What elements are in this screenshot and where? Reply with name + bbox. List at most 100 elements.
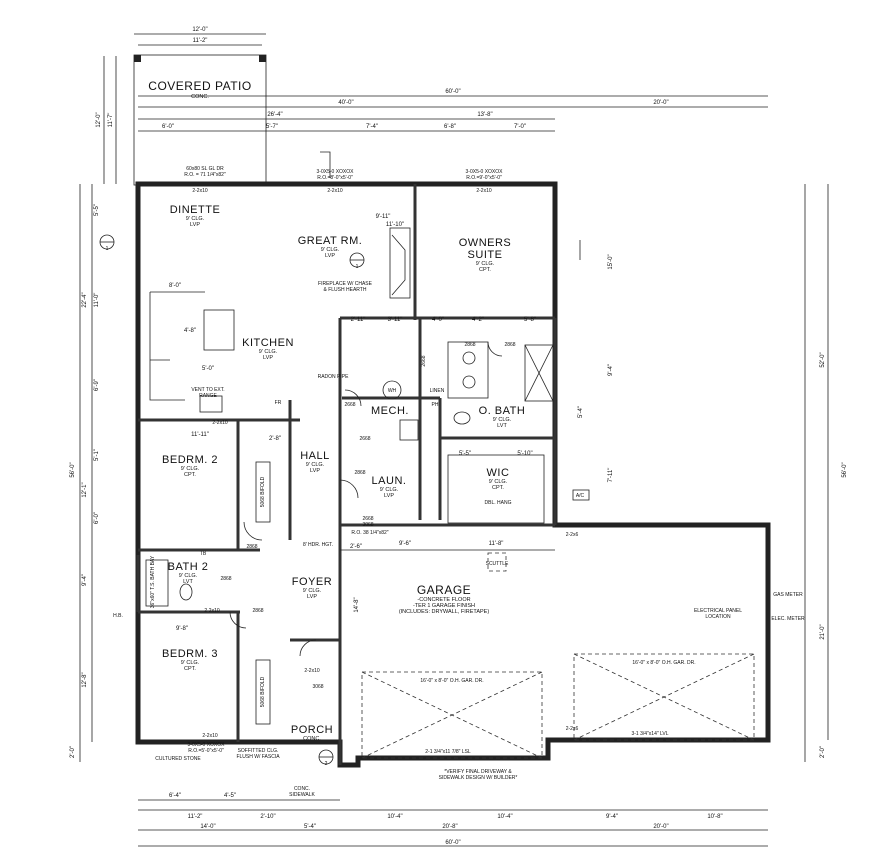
- dim-bottom-14-0: 14'-0": [200, 824, 215, 830]
- door-tag-13: 2868: [252, 608, 263, 614]
- note-linen: LINEN: [430, 388, 445, 394]
- note-vent2: RANGE: [199, 393, 217, 399]
- dim-int-11-10: 11'-10": [386, 222, 404, 228]
- garage-doors: [361, 552, 755, 759]
- door-tags: 2868 2868 2668 2668 2868 2668 2868 3068 …: [220, 342, 515, 707]
- dim-left-56-0: 56'-0": [70, 462, 76, 477]
- door-tag-10: 5068 BIFOLD: [260, 476, 266, 507]
- dim-int-2-6: 2'-6": [350, 544, 362, 550]
- note-window-top2-ro: R.O.=9'-0"x5'-0": [466, 175, 502, 181]
- dim-right-7-11: 7'-11": [608, 468, 614, 483]
- dim-int-5-5: 5'-5": [459, 451, 471, 457]
- dim-bottom-20-8: 20'-8": [442, 824, 457, 830]
- room-garage: GARAGE: [417, 583, 471, 597]
- dim-bottom-20-0: 20'-0": [653, 824, 668, 830]
- dim-top-6-8: 6'-8": [444, 124, 456, 130]
- dim-bottom-11-2: 11'-2": [188, 814, 203, 820]
- room-wic-sub1: 9' CLG.: [489, 479, 508, 485]
- dim-int-4-8: 4'-8": [184, 328, 196, 334]
- room-bedrm3-sub1: 9' CLG.: [181, 660, 200, 666]
- note-garage-door1: 16'-0" x 8'-0" O.H. GAR. DR.: [420, 678, 483, 684]
- note-front-window-ro: R.O.=5'-0"x5'-0": [188, 748, 224, 754]
- dim-left-11-7: 11'-7": [108, 113, 114, 128]
- dim-bottom-5-4: 5'-4": [304, 824, 316, 830]
- room-dinette: DINETTE: [170, 204, 221, 216]
- dim-bottom-2-10: 2'-10": [260, 814, 275, 820]
- dim-int-5-10: 5'-10": [517, 451, 532, 457]
- room-owners-suite-sub1: 9' CLG.: [476, 261, 495, 267]
- note-cultured-stone: CULTURED STONE: [155, 756, 201, 762]
- note-hb: H.B.: [113, 613, 123, 619]
- note-fireplace: FIREPLACE W/ CHASE: [318, 281, 373, 287]
- note-elec-meter: ELEC. METER: [771, 616, 805, 622]
- room-bath2: BATH 2: [168, 561, 209, 573]
- room-bath2-sub1: 9' CLG.: [179, 573, 198, 579]
- dim-left-2-0: 2'-0": [70, 746, 76, 758]
- dim-right-56-0: 56'-0": [842, 462, 848, 477]
- note-del-hang: DBL. HANG: [485, 500, 512, 506]
- note-lvl1: 3-1 3/4"x14" LVL: [631, 731, 668, 737]
- room-laun: LAUN.: [372, 475, 407, 487]
- hdr-5: 2-2x10: [304, 668, 320, 674]
- dim-left-5-5: 5'-5": [94, 204, 100, 216]
- note-attic: SCUTTLE: [486, 561, 509, 567]
- door-tag-11: 5068 BIFOLD: [260, 676, 266, 707]
- dim-bottom-60-0: 60'-0": [445, 840, 460, 846]
- room-wic-sub2: CPT.: [492, 485, 504, 491]
- dim-int-4-2: 4'-2": [472, 317, 484, 323]
- interior-dimension-labels: 8'-0" 4'-8" 5'-0" 11'-11" 2'-8" 9'-8" 9'…: [169, 214, 536, 632]
- hdr-3: 2-2x10: [476, 188, 492, 194]
- room-porch-sub: CONC.: [303, 736, 321, 742]
- room-bedrm3-sub2: CPT.: [184, 666, 196, 672]
- dim-bottom-6-4: 6'-4": [169, 793, 181, 799]
- dim-int-5-0: 5'-0": [202, 366, 214, 372]
- dim-bottom-10-4b: 10'-4": [497, 814, 512, 820]
- room-owners-suite-sub2: CPT.: [479, 267, 491, 273]
- room-bedrm2-sub1: 9' CLG.: [181, 466, 200, 472]
- room-foyer: FOYER: [292, 576, 332, 588]
- note-verify2: SIDEWALK DESIGN W/ BUILDER*: [439, 775, 518, 781]
- room-owners-suite: OWNERS: [459, 237, 512, 249]
- note-front-window: 3-0X5-0 XOXOX: [188, 742, 226, 748]
- dim-int-9-11: 9'-11": [376, 214, 391, 220]
- dim-top-12-0: 12'-0": [192, 27, 207, 33]
- dim-int-2-11: 2'-11": [351, 317, 366, 323]
- room-wic: WIC: [487, 467, 510, 479]
- note-elec-panel2: LOCATION: [705, 614, 731, 620]
- dim-int-4-0: 4'-0": [432, 317, 444, 323]
- dim-top-13-8: 13'-8": [477, 112, 492, 118]
- note-hdr: 8' HDR. HGT.: [303, 542, 333, 548]
- marker-labels: 1 1 2: [106, 246, 359, 767]
- note-lsl1: 2-1 3/4"x11 7/8" LSL: [425, 749, 471, 755]
- room-bedrm2-sub2: CPT.: [184, 472, 196, 478]
- dim-left-11-0: 11'-0": [94, 293, 100, 308]
- hdr-1: 2-2x10: [192, 188, 208, 194]
- room-great-rm: GREAT RM.: [298, 235, 363, 247]
- dim-top-20-0: 20'-0": [653, 100, 668, 106]
- room-dinette-sub2: LVP: [190, 222, 200, 228]
- room-bedrm2: BEDRM. 2: [162, 454, 218, 466]
- hdr-7: 2-2x6: [566, 532, 579, 538]
- dim-int-9-8: 9'-8": [176, 626, 188, 632]
- dimension-labels: 12'-0" 11'-2" 60'-0" 40'-0" 20'-0" 26'-4…: [70, 27, 848, 846]
- marker-2: 1: [356, 264, 359, 270]
- dim-right-5-4: 5'-4": [578, 406, 584, 418]
- dim-right-2-0: 2'-0": [820, 746, 826, 758]
- note-window-top1: 3-0X5-0 XOXOX: [317, 169, 355, 175]
- door-tag-8: 3068: [312, 684, 323, 690]
- room-great-rm-sub1: 9' CLG.: [321, 247, 340, 253]
- dim-bottom-9-4: 9'-4": [606, 814, 618, 820]
- room-o-bath: O. BATH: [479, 405, 526, 417]
- room-laun-sub2: LVP: [384, 493, 394, 499]
- fixture-shelf: 36"x60" T.S. BATH BAY: [150, 555, 156, 608]
- note-gas-meter: GAS METER: [773, 592, 803, 598]
- exterior-walls: [133, 54, 771, 768]
- room-foyer-sub2: LVP: [307, 594, 317, 600]
- dim-left-12-8: 12'-8": [82, 672, 88, 687]
- interior-walls: [136, 184, 557, 765]
- dim-int-5-8: 5'-8": [524, 317, 536, 323]
- dim-int-9-6: 9'-6": [399, 541, 411, 547]
- room-hall-sub2: LVP: [310, 468, 320, 474]
- door-tag-9: 2868: [220, 576, 231, 582]
